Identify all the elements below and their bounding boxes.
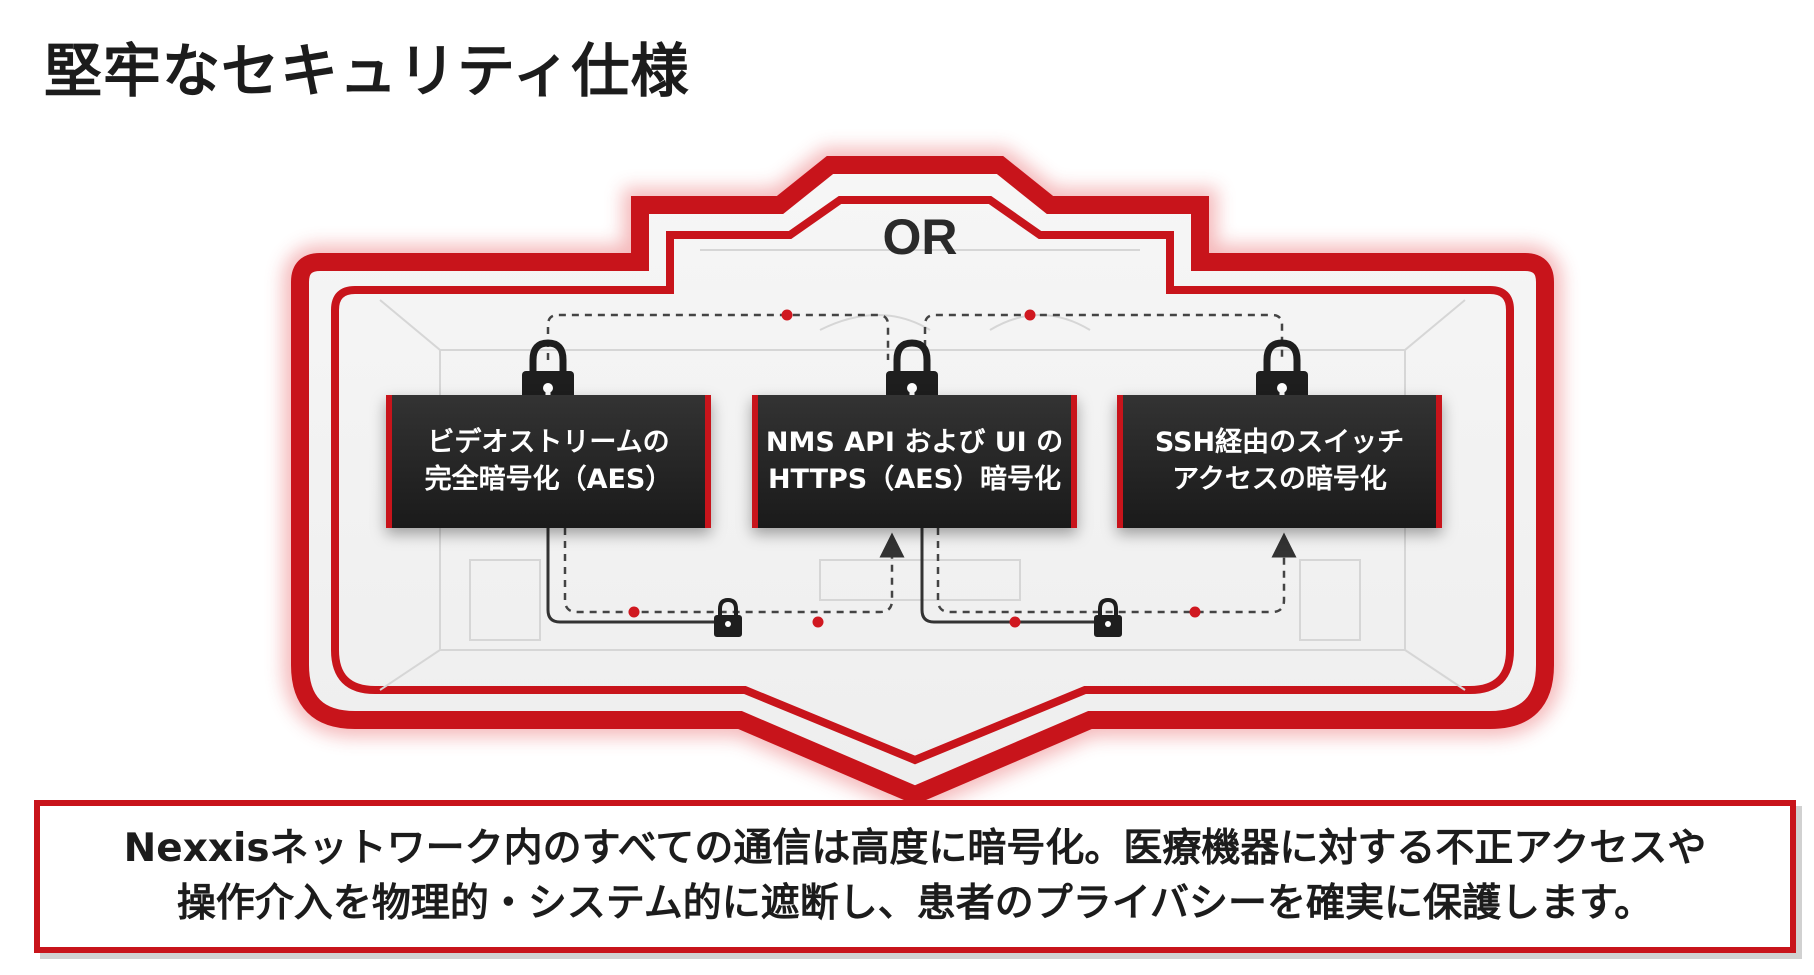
top-connectors <box>546 313 1284 360</box>
ssh-encryption-label: SSH経由のスイッチ アクセスの暗号化 <box>1154 427 1405 495</box>
bottom-dots <box>628 606 1201 628</box>
nms-encryption-box: NMS API および UI の HTTPS（AES）暗号化 <box>752 395 1077 528</box>
lock-icon <box>1094 597 1122 637</box>
bottom-solid-lines <box>546 528 1102 624</box>
nms-encryption-label: NMS API および UI の HTTPS（AES）暗号化 <box>765 427 1064 495</box>
summary-text: Nexxisネットワーク内のすべての通信は高度に暗号化。医療機器に対する不正アク… <box>123 825 1707 926</box>
top-dots <box>781 309 1036 321</box>
ssh-encryption-box: SSH経由のスイッチ アクセスの暗号化 <box>1117 395 1442 528</box>
page-title: 堅牢なセキュリティ仕様 <box>44 37 690 105</box>
lock-icon <box>714 597 742 637</box>
summary-box: Nexxisネットワーク内のすべての通信は高度に暗号化。医療機器に対する不正アク… <box>34 800 1796 953</box>
video-encryption-label: ビデオストリームの 完全暗号化（AES） <box>424 427 673 495</box>
shield-inner <box>331 196 1514 765</box>
shield-label: OR <box>882 209 958 265</box>
video-encryption-box: ビデオストリームの 完全暗号化（AES） <box>386 395 711 528</box>
bottom-connectors <box>563 528 1297 614</box>
